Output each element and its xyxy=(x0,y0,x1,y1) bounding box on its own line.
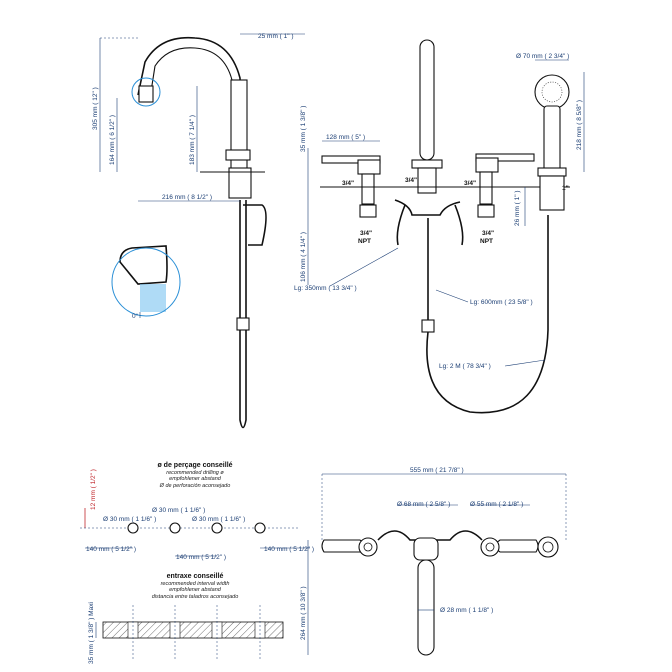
npt-right-label: NPT xyxy=(480,238,493,245)
handshower-grip xyxy=(543,105,561,173)
right-nut xyxy=(477,204,495,218)
spout-inner xyxy=(149,47,234,151)
npt-left-value: 3/4" xyxy=(360,230,372,237)
leader-line xyxy=(504,359,546,367)
spout-diameter-label: Ø 28 mm ( 1 1/8" ) xyxy=(440,607,493,614)
valve-stem xyxy=(363,542,373,552)
top-left-valve xyxy=(358,537,378,557)
handle-height-label: 35 mm ( 1 3/8" ) xyxy=(300,106,307,152)
spacing-left-label: 140 mm ( 5 1/2" ) xyxy=(86,546,136,553)
shower-holder xyxy=(537,167,567,177)
thread-left-label: 3/4" xyxy=(342,180,354,187)
aerator-angle-label: 0° xyxy=(132,312,139,320)
hole2-label: Ø 30 mm ( 1 1/6" ) xyxy=(152,507,205,514)
thread-right-label: 3/4" xyxy=(464,180,476,187)
drilling-sub-es: Ø de perforación aconsejado xyxy=(159,483,231,489)
spout-collar xyxy=(411,159,443,169)
hole3-label: Ø 30 mm ( 1 1/6" ) xyxy=(192,516,245,523)
shower-hose xyxy=(426,215,549,414)
valve-stem xyxy=(485,542,495,552)
deck-thickness-label: 35 mm ( 1 3/8" ) Maxi xyxy=(88,602,95,664)
right-loop xyxy=(454,204,464,246)
hole-center xyxy=(169,522,181,534)
right-valve xyxy=(475,157,499,173)
overall-width-label: 555 mm ( 21 7/8" ) xyxy=(410,467,464,474)
front-view: 35 mm ( 1 3/8" ) 128 mm ( 5" ) 106 mm ( … xyxy=(294,39,585,414)
left-nut xyxy=(359,204,377,218)
thread-center-label: 3/4" xyxy=(405,177,417,184)
shower-length-label: 218 mm ( 8 5/8" ) xyxy=(576,100,583,150)
aerator-body xyxy=(119,245,168,285)
top-shower-base xyxy=(537,536,559,558)
detail-circle xyxy=(131,77,161,107)
supply-hose xyxy=(239,200,247,429)
shower-stem xyxy=(542,541,554,553)
front-spout xyxy=(419,39,435,161)
handle-length-label: 128 mm ( 5" ) xyxy=(326,134,365,141)
left-shank xyxy=(361,173,375,205)
center-connector xyxy=(421,319,435,333)
shower-base xyxy=(539,175,565,211)
spout-outline xyxy=(137,36,243,151)
right-shank xyxy=(479,171,493,205)
aerator-detail: 0° xyxy=(111,245,181,320)
spout-length-label: 216 mm ( 8 1/2" ) xyxy=(162,194,212,201)
hose-left-label: Lg: 350mm ( 13 3/4" ) xyxy=(294,285,357,292)
body-height-label: 183 mm ( 7 1/4" ) xyxy=(189,115,196,165)
drilling-title: ø de perçage conseillé xyxy=(157,462,232,469)
top-right-valve xyxy=(480,537,500,557)
deck-section xyxy=(102,621,284,639)
aerator-end xyxy=(138,85,154,103)
interval-sub-en: recommended interval width xyxy=(161,581,230,587)
hole-1 xyxy=(127,522,139,534)
shank-length-label: 106 mm ( 4 1/4" ) xyxy=(300,232,307,282)
water-stream xyxy=(140,284,166,312)
npt-right-value: 3/4" xyxy=(482,230,494,237)
shower-base-label: Ø 55 mm ( 2 1/8" ) xyxy=(470,501,523,508)
detail-circle xyxy=(111,247,181,317)
interval-sub-es: distancia entre taladros aconsejado xyxy=(152,594,239,600)
top-spout-base xyxy=(413,537,439,561)
drilling-sub-en: recommended drilling ø xyxy=(166,470,224,476)
mount-bracket xyxy=(243,204,267,246)
interval-sub-de: empfohlener abstand xyxy=(169,587,222,593)
interval-title: entraxe conseillé xyxy=(167,573,224,580)
depth-label: 264 mm ( 10 3/8" ) xyxy=(300,586,307,640)
drilling-sub-de: empfohlener abstand xyxy=(169,476,222,482)
connector-height-label: 26 mm ( 1" ) xyxy=(514,190,521,226)
hose-shower-label: Lg: 2 M ( 78 3/4" ) xyxy=(439,363,491,370)
escutcheon-label: Ø 68 mm ( 2 5/8" ) xyxy=(397,501,450,508)
top-view: 555 mm ( 21 7/8" ) Ø 68 mm ( 2 5/8" ) Ø … xyxy=(300,467,567,656)
shower-diameter-label: Ø 70 mm ( 2 3/4" ) xyxy=(516,53,569,60)
side-view: 25 mm ( 1" ) 305 mm ( 12" ) 164 mm ( 6 1… xyxy=(92,33,305,429)
top-spout xyxy=(417,559,435,656)
total-height-label: 305 mm ( 12" ) xyxy=(92,87,99,130)
hole-3 xyxy=(254,522,266,534)
left-valve xyxy=(357,159,381,175)
handshower-head xyxy=(534,74,570,110)
hose-connector xyxy=(236,317,250,331)
spout-body xyxy=(417,167,437,194)
hole1-label: Ø 30 mm ( 1 1/6" ) xyxy=(103,516,156,523)
hole-2 xyxy=(211,522,223,534)
hose-center-label: Lg: 600mm ( 23 5/8" ) xyxy=(470,299,533,306)
drilling-section: ø de perçage conseillé recommended drill… xyxy=(80,462,314,561)
shower-thread-label: 1" xyxy=(562,185,569,192)
deck-mount xyxy=(228,167,252,199)
left-loop xyxy=(396,204,406,246)
mixer-connector xyxy=(394,199,461,216)
leader-line xyxy=(329,247,399,287)
spacing-right-label: 140 mm ( 5 1/2" ) xyxy=(264,546,314,553)
spacing-mid-label: 140 mm ( 5 1/2" ) xyxy=(176,554,226,561)
max-thickness-label: 12 mm ( 1/2" ) xyxy=(90,469,97,510)
spout-height-label: 164 mm ( 6 1/2" ) xyxy=(109,115,116,165)
interval-section: entraxe conseillé recommended interval w… xyxy=(88,573,284,664)
body-collar xyxy=(225,149,251,161)
spout-reach-label: 25 mm ( 1" ) xyxy=(258,33,294,40)
spray-face xyxy=(541,81,563,103)
leader-line xyxy=(435,289,469,303)
npt-left-label: NPT xyxy=(358,238,371,245)
